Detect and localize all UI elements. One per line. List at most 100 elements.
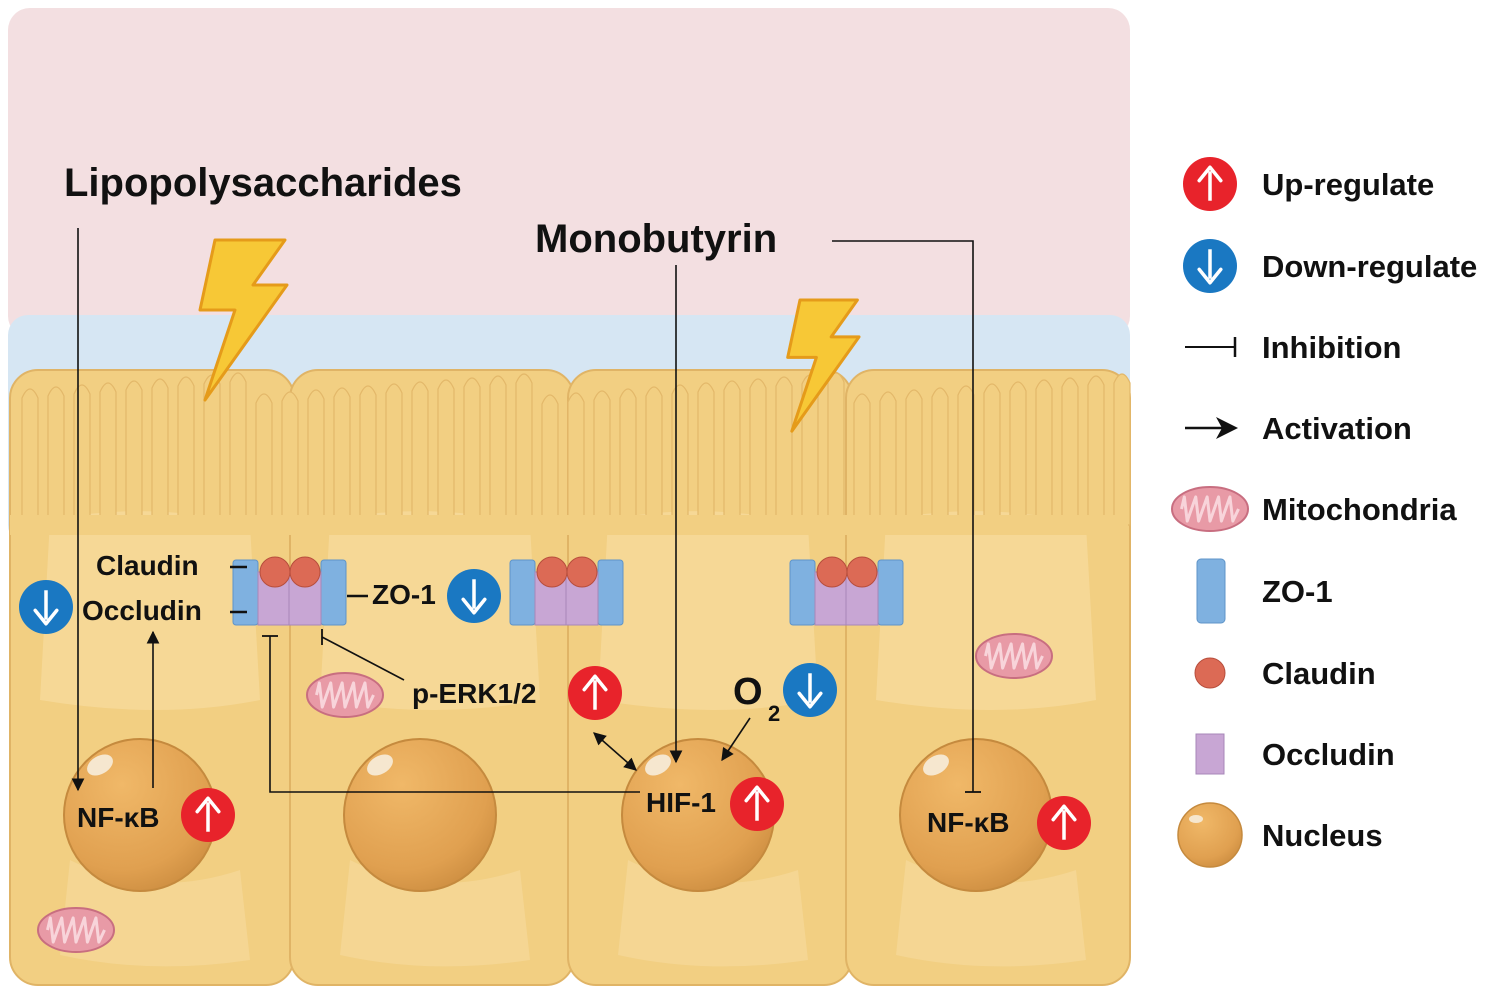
occludin-icon <box>1195 733 1225 775</box>
microvillus <box>749 378 767 526</box>
up-arrow-circle-icon <box>181 788 235 842</box>
activation-arrow-icon <box>721 717 751 762</box>
microvilli <box>10 372 1131 535</box>
microvillus <box>541 394 559 526</box>
microvillus <box>905 389 923 526</box>
cytoplasm-highlight <box>618 860 808 967</box>
occludin-label: Occludin <box>82 595 202 626</box>
claudin-protein <box>536 556 568 588</box>
up-arrow-circle-icon <box>730 777 784 831</box>
legend-label: Activation <box>1262 411 1412 446</box>
inhibition-line <box>269 636 640 793</box>
legend-item: Activation <box>1185 411 1412 446</box>
activation-arrow-icon <box>1185 417 1238 439</box>
mitochondria-icon <box>1171 486 1249 532</box>
zo1-protein <box>232 559 259 626</box>
lightning-bolts <box>198 238 861 433</box>
microvillus <box>281 391 299 526</box>
legend-item: Up-regulate <box>1183 157 1434 211</box>
regulation-badges <box>19 569 1091 850</box>
legend-label: Nucleus <box>1262 818 1383 853</box>
up-arrow-circle-icon <box>568 666 622 720</box>
microvillus <box>125 380 143 526</box>
claudin-protein <box>259 556 291 588</box>
inhibition-line <box>321 636 405 681</box>
lightning-bolt-icon <box>786 298 861 433</box>
up-arrow-circle-icon <box>1037 796 1091 850</box>
zo1-label: ZO-1 <box>372 579 436 610</box>
claudin-protein <box>566 556 598 588</box>
microvillus <box>1087 375 1105 526</box>
claudin-protein <box>816 556 848 588</box>
mitochondria-icon <box>37 907 115 953</box>
microvillus <box>229 372 247 526</box>
microvillus <box>723 380 741 526</box>
legend-label: Inhibition <box>1262 330 1401 365</box>
claudin-protein <box>289 556 321 588</box>
mitochondria-icon <box>306 672 384 718</box>
microvillus <box>567 392 585 526</box>
microvillus <box>307 389 325 526</box>
nucleus-icon <box>343 738 497 892</box>
microvillus <box>827 372 845 526</box>
microvillus <box>983 383 1001 526</box>
pathway-lines <box>71 228 981 793</box>
tight-junctions <box>232 556 904 626</box>
legend-label: ZO-1 <box>1262 574 1333 609</box>
zo1-protein <box>877 559 904 626</box>
legend-label: Occludin <box>1262 737 1395 772</box>
zo1-protein <box>597 559 624 626</box>
microvillus <box>957 385 975 526</box>
o2-subscript: 2 <box>768 701 780 726</box>
microvillus <box>411 381 429 526</box>
legend-item: Nucleus <box>1177 802 1383 868</box>
apical-surface <box>10 515 1128 535</box>
o2-label: O <box>733 671 763 713</box>
cytoplasm-highlight <box>340 860 530 967</box>
tight-junction <box>789 556 904 626</box>
legend-item: Occludin <box>1195 733 1395 775</box>
down-arrow-circle-icon <box>447 569 501 623</box>
microvillus <box>619 388 637 526</box>
claudin-protein <box>846 556 878 588</box>
legend: Up-regulateDown-regulateInhibitionActiva… <box>1171 157 1477 868</box>
nfkb-left-label: NF-κB <box>77 802 159 833</box>
microvillus <box>931 387 949 526</box>
microvillus <box>697 382 715 526</box>
nuclei-group <box>63 738 1053 892</box>
legend-label: Down-regulate <box>1262 249 1477 284</box>
lumen-region <box>8 8 1130 338</box>
legend-label: Claudin <box>1262 656 1376 691</box>
microvillus <box>437 379 455 526</box>
microvillus <box>671 384 689 526</box>
microvillus <box>1035 379 1053 526</box>
legend-label: Mitochondria <box>1262 492 1457 527</box>
monobutyrin-label: Monobutyrin <box>535 217 777 261</box>
microvillus <box>775 376 793 526</box>
cytoplasm-highlight <box>598 511 818 710</box>
microvillus <box>99 382 117 526</box>
cytoplasm-highlight <box>40 511 260 710</box>
microvillus <box>177 376 195 526</box>
inhibition-icon <box>1185 337 1237 357</box>
legend-item: Down-regulate <box>1183 239 1477 293</box>
microvillus <box>151 378 169 526</box>
legend-label: Up-regulate <box>1262 167 1434 202</box>
microvillus <box>359 385 377 526</box>
microvillus <box>515 373 533 526</box>
up-arrow-circle-icon <box>1183 157 1237 211</box>
microvillus <box>385 383 403 526</box>
tight-junction <box>232 556 347 626</box>
zo1-icon <box>1196 558 1226 624</box>
microvillus <box>1113 373 1131 526</box>
hif1-label: HIF-1 <box>646 787 716 818</box>
mitochondria-icon <box>975 633 1053 679</box>
down-arrow-circle-icon <box>19 580 73 634</box>
zo1-protein <box>509 559 536 626</box>
microvillus <box>879 391 897 526</box>
lightning-bolt-icon <box>198 238 289 402</box>
microvillus <box>255 393 273 526</box>
zo1-protein <box>789 559 816 626</box>
